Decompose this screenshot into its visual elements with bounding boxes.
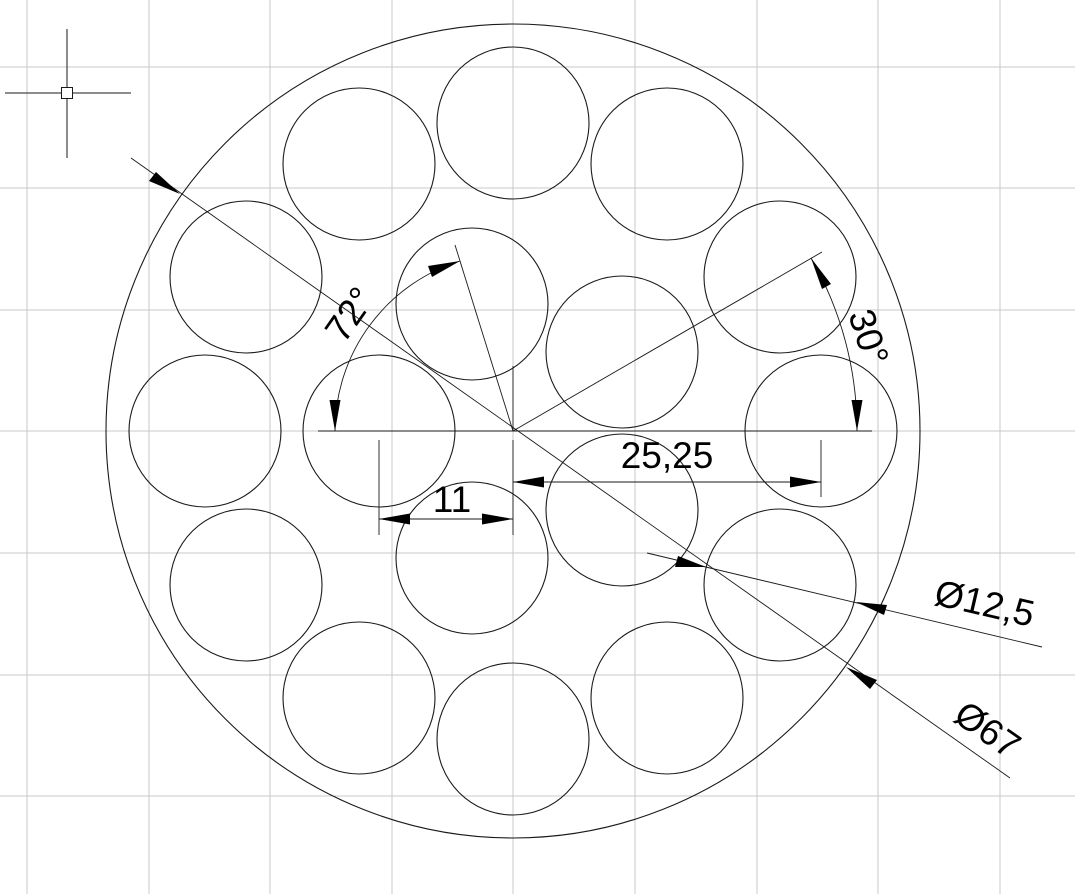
hole-outer-3[interactable] [703, 200, 857, 354]
arrow-icon [846, 667, 877, 689]
hole-inner-3[interactable] [545, 275, 699, 429]
arrow-icon [675, 556, 706, 567]
dimension-angle-30[interactable]: 30° [810, 257, 897, 432]
hole-outer-9[interactable] [169, 508, 323, 662]
hole-outer-12[interactable] [282, 87, 436, 241]
dimension-diameter-67[interactable]: Ø67 [130, 157, 1028, 779]
dimension-25-25[interactable]: 25,25 [513, 435, 822, 497]
angle-reference-lines [318, 244, 872, 432]
arrow-icon [856, 602, 887, 615]
inner-ring-holes [302, 227, 699, 635]
radial-line-72[interactable] [454, 244, 514, 432]
hole-outer-8[interactable] [282, 621, 436, 775]
arrow-icon [482, 513, 513, 525]
dim-67-text: Ø67 [947, 693, 1028, 767]
outer-circle[interactable] [105, 23, 921, 839]
hole-outer-5[interactable] [703, 508, 857, 662]
dim-12-5-text: Ø12,5 [931, 572, 1038, 635]
dim-25-25-text: 25,25 [621, 435, 714, 476]
arrow-icon [513, 476, 544, 488]
hole-outer-2[interactable] [590, 87, 744, 241]
dimension-angle-72[interactable]: 72° [317, 260, 461, 432]
arrow-icon [149, 172, 180, 194]
dim-11-text: 11 [433, 479, 471, 520]
hole-outer-11[interactable] [169, 200, 323, 354]
arrow-icon [379, 513, 410, 525]
hole-inner-4[interactable] [545, 433, 699, 587]
hole-inner-2[interactable] [395, 227, 549, 381]
arrow-icon [811, 258, 831, 289]
arrow-icon [329, 400, 341, 431]
arrow-icon [428, 261, 460, 277]
hole-inner-5[interactable] [395, 481, 549, 635]
hole-outer-1[interactable] [436, 46, 590, 200]
dimension-11[interactable]: 11 [378, 440, 514, 535]
dim-72-text: 72° [317, 280, 383, 349]
radial-line-30[interactable] [512, 251, 823, 432]
hole-outer-10[interactable] [128, 354, 282, 508]
crosshair-cursor-icon [5, 29, 131, 158]
arrow-icon [790, 476, 821, 488]
outer-ring-holes [128, 46, 898, 816]
hole-outer-6[interactable] [590, 621, 744, 775]
arrow-icon [851, 400, 863, 431]
hole-outer-7[interactable] [436, 662, 590, 816]
